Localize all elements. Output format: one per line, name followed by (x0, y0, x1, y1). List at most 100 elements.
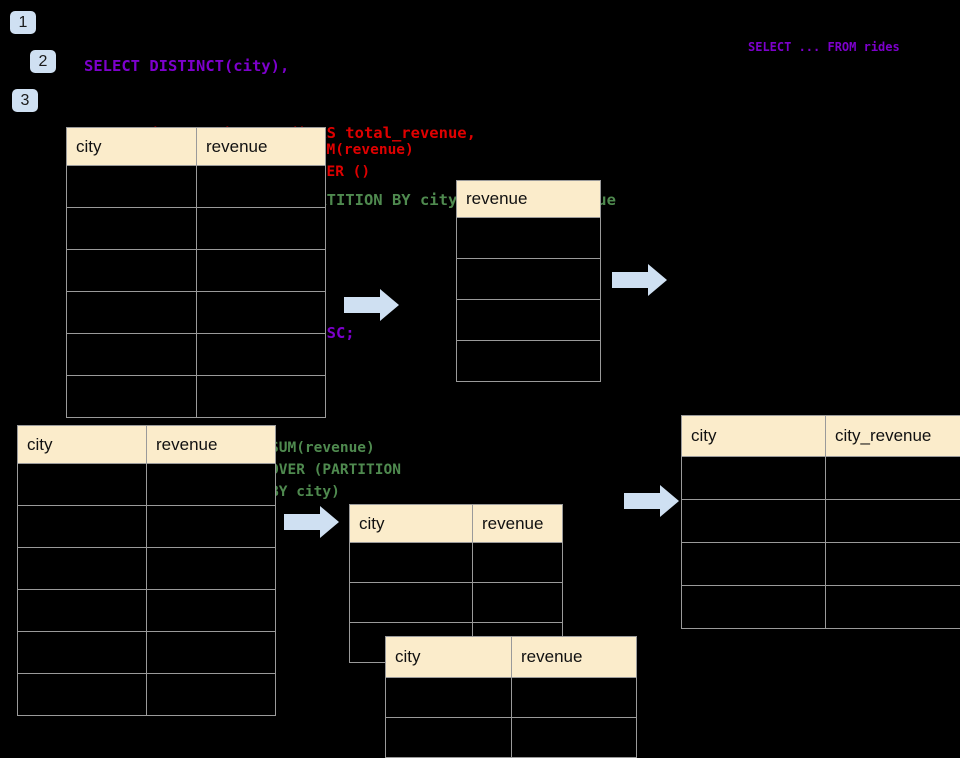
rides-source-table-bottom: city revenue (17, 425, 276, 716)
table-row (682, 500, 960, 543)
cell-city (67, 208, 197, 250)
cell-city (18, 548, 147, 590)
cell-city (386, 678, 512, 718)
partition-group-table-front: city revenue (385, 636, 637, 758)
table-row (67, 292, 326, 334)
column-header-revenue: revenue (512, 637, 637, 678)
cell-city (18, 506, 147, 548)
cell-revenue (457, 300, 601, 341)
cell-city-revenue (826, 543, 960, 586)
table-row (67, 166, 326, 208)
cell-city (386, 718, 512, 758)
column-header-city-revenue: city_revenue (826, 416, 960, 457)
cell-revenue (512, 678, 637, 718)
cell-city (67, 250, 197, 292)
cell-city (350, 583, 473, 623)
cell-city (682, 500, 826, 543)
table-row (457, 341, 601, 382)
cell-revenue (197, 292, 326, 334)
table-row (682, 457, 960, 500)
cell-city (67, 334, 197, 376)
table-row (457, 218, 601, 259)
table-row (682, 543, 960, 586)
table-header-row: city revenue (67, 128, 326, 166)
table-row (350, 543, 563, 583)
cell-revenue (457, 259, 601, 300)
table-row (67, 376, 326, 418)
total-revenue-table: revenue (456, 180, 601, 382)
cell-revenue (147, 464, 276, 506)
table-row (67, 334, 326, 376)
cell-revenue (457, 341, 601, 382)
table-header-row: city revenue (386, 637, 637, 678)
table-header-row: revenue (457, 181, 601, 218)
annotation-select-from-rides: SELECT ... FROM rides (748, 38, 948, 57)
step-badge-3: 3 (12, 89, 38, 112)
table-row (67, 208, 326, 250)
table-row (18, 674, 276, 716)
column-header-revenue: revenue (473, 505, 563, 543)
cell-city (18, 674, 147, 716)
cell-city (682, 543, 826, 586)
cell-revenue (473, 583, 563, 623)
cell-city (67, 292, 197, 334)
annotation-sum-over-partition: SUM(revenue) OVER (PARTITION BY city) (270, 437, 401, 503)
cell-revenue (147, 590, 276, 632)
table-row (386, 718, 637, 758)
cell-city (67, 166, 197, 208)
table-header-row: city city_revenue (682, 416, 960, 457)
cell-city (350, 543, 473, 583)
arrow-total-revenue-to-result (612, 263, 668, 297)
city-revenue-result-table: city city_revenue (681, 415, 960, 629)
column-header-city: city (386, 637, 512, 678)
table-row (386, 678, 637, 718)
cell-city (18, 590, 147, 632)
table-row (18, 590, 276, 632)
cell-revenue (197, 208, 326, 250)
column-header-city: city (682, 416, 826, 457)
cell-city-revenue (826, 586, 960, 629)
table-row (18, 464, 276, 506)
column-header-city: city (18, 426, 147, 464)
cell-revenue (147, 674, 276, 716)
cell-city (682, 586, 826, 629)
cell-city (67, 376, 197, 418)
table-row (682, 586, 960, 629)
table-row (350, 583, 563, 623)
arrow-partition-to-result (624, 484, 680, 518)
step-badge-1: 1 (10, 11, 36, 34)
diagram-canvas: 1 2 3 SELECT DISTINCT(city), SUM(revenue… (0, 0, 960, 720)
table-row (18, 506, 276, 548)
column-header-revenue: revenue (147, 426, 276, 464)
arrow-rides-to-total-revenue (344, 288, 400, 322)
cell-revenue (197, 376, 326, 418)
cell-revenue (197, 334, 326, 376)
cell-city-revenue (826, 457, 960, 500)
column-header-city: city (350, 505, 473, 543)
table-header-row: city revenue (350, 505, 563, 543)
table-row (457, 300, 601, 341)
sql-line-select-distinct: SELECT DISTINCT(city), (84, 55, 616, 77)
arrow-rides-to-partition (284, 505, 340, 539)
cell-revenue (147, 632, 276, 674)
cell-city-revenue (826, 500, 960, 543)
cell-revenue (512, 718, 637, 758)
cell-city (682, 457, 826, 500)
cell-city (18, 464, 147, 506)
rides-source-table-top: city revenue (66, 127, 326, 418)
column-header-revenue: revenue (457, 181, 601, 218)
cell-city (18, 632, 147, 674)
column-header-city: city (67, 128, 197, 166)
table-header-row: city revenue (18, 426, 276, 464)
cell-revenue (457, 218, 601, 259)
table-row (18, 632, 276, 674)
cell-revenue (473, 543, 563, 583)
cell-revenue (197, 250, 326, 292)
table-row (67, 250, 326, 292)
cell-revenue (197, 166, 326, 208)
cell-revenue (147, 548, 276, 590)
cell-revenue (147, 506, 276, 548)
table-row (457, 259, 601, 300)
step-badge-2: 2 (30, 50, 56, 73)
table-row (18, 548, 276, 590)
